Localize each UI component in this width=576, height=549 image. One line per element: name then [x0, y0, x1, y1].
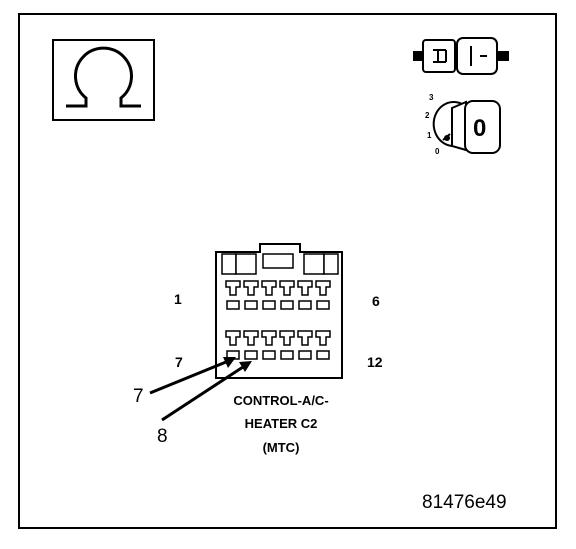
connector-terminals	[225, 280, 331, 360]
connector-c2-face	[215, 243, 343, 379]
connector-caption-line-3: (MTC)	[263, 440, 300, 455]
terminal-cavity-9	[262, 350, 276, 360]
connector-disconnect-icon	[413, 37, 509, 75]
ignition-position-1: 1	[427, 131, 432, 140]
terminal-cavity-10	[280, 350, 294, 360]
terminal-cavity-12	[316, 350, 330, 360]
terminal-latch-3	[261, 280, 277, 296]
terminal-cavity-6	[316, 300, 330, 310]
terminal-latch-12	[315, 330, 331, 346]
ignition-position-3: 3	[429, 93, 434, 102]
ignition-key-label: 0	[473, 115, 486, 142]
pin-label-7: 7	[175, 354, 183, 370]
terminal-cavity-5	[298, 300, 312, 310]
terminal-latch-6	[315, 280, 331, 296]
terminal-latch-2	[243, 280, 259, 296]
callout-label-8: 8	[157, 426, 168, 447]
terminal-cavity-4	[280, 300, 294, 310]
connector-caption-line-1: CONTROL-A/C-	[233, 393, 328, 408]
terminal-cavity-1	[226, 300, 240, 310]
ignition-position-0: 0	[435, 147, 440, 156]
terminal-latch-9	[261, 330, 277, 346]
callout-arrow-7	[149, 357, 236, 395]
ignition-switch-key-icon: 3 2 1 0 0	[425, 93, 501, 156]
pin-label-12: 12	[367, 354, 383, 370]
terminal-cavity-11	[298, 350, 312, 360]
terminal-latch-5	[297, 280, 313, 296]
terminal-latch-4	[279, 280, 295, 296]
terminal-latch-1	[225, 280, 241, 296]
connector-caption-line-2: HEATER C2	[245, 416, 318, 431]
terminal-latch-7	[225, 330, 241, 346]
pin-label-6: 6	[372, 293, 380, 309]
terminal-latch-11	[297, 330, 313, 346]
pin-label-1: 1	[174, 291, 182, 307]
terminal-cavity-3	[262, 300, 276, 310]
callout-label-7: 7	[133, 386, 144, 407]
terminal-cavity-2	[244, 300, 258, 310]
ignition-position-2: 2	[425, 111, 430, 120]
terminal-cavity-8	[244, 350, 258, 360]
figure-id: 81476e49	[422, 492, 507, 513]
terminal-latch-10	[279, 330, 295, 346]
terminal-latch-8	[243, 330, 259, 346]
ohm-symbol-icon	[52, 39, 155, 121]
callout-arrow-8	[161, 361, 252, 422]
